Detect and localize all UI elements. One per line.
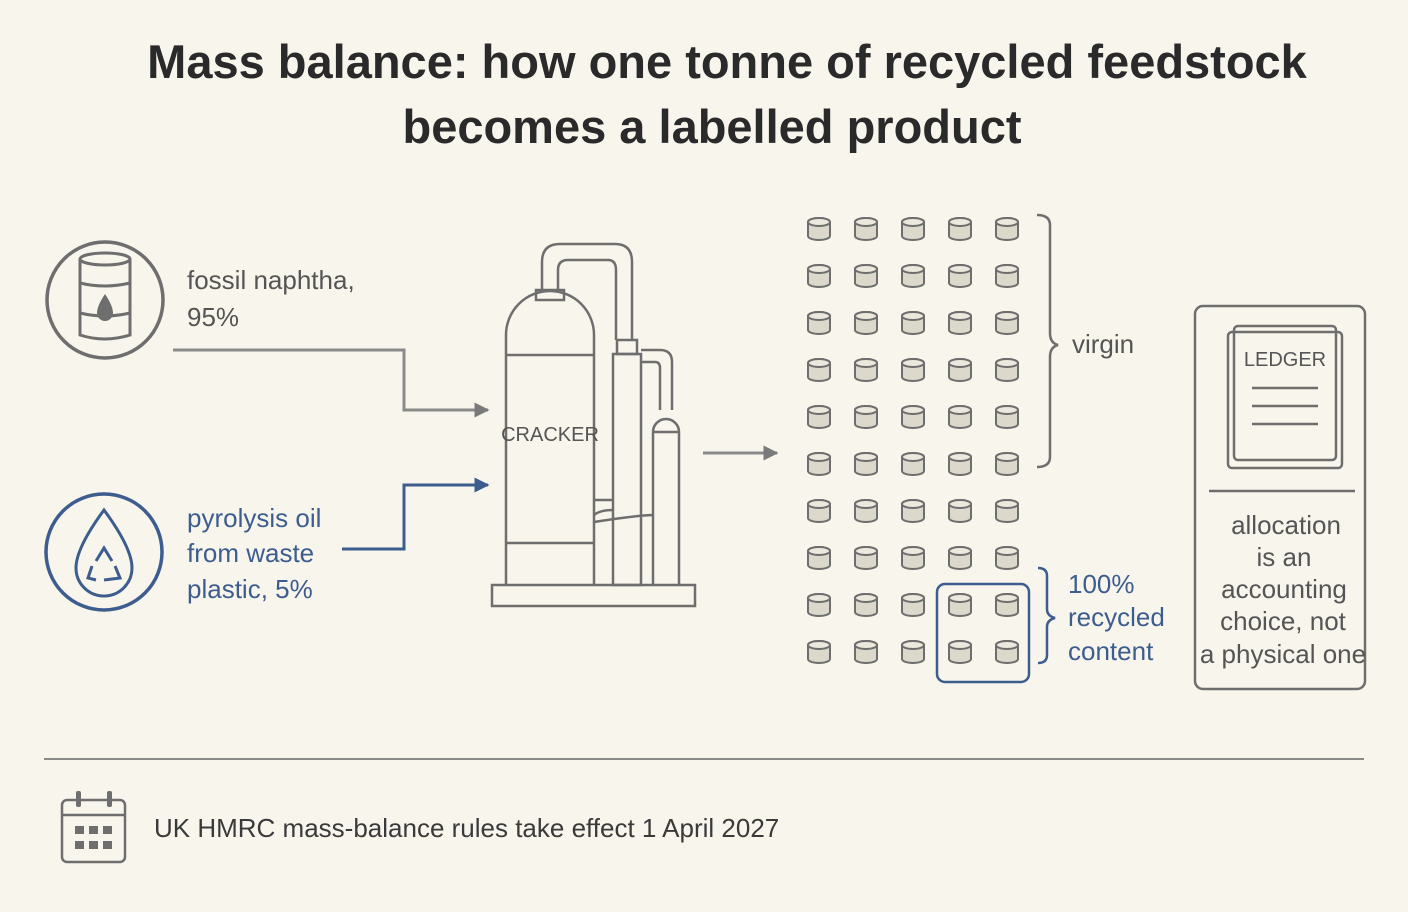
pellet (901, 264, 925, 288)
pellet (854, 546, 878, 570)
pellet (807, 640, 831, 664)
ledger-note-line-2: is an (1257, 542, 1312, 572)
recycled-label-line-1: 100% (1068, 569, 1135, 599)
pellet (995, 311, 1019, 335)
fossil-arrow (173, 348, 490, 418)
cracker-label: CRACKER (501, 424, 599, 446)
pellet (995, 405, 1019, 429)
pellet (995, 640, 1019, 664)
pellet (854, 217, 878, 241)
pellet (948, 593, 972, 617)
recycled-brace (1037, 566, 1056, 665)
pellet (807, 546, 831, 570)
ledger-note-line-5: a physical one (1200, 639, 1366, 669)
pellet (807, 217, 831, 241)
cracker-unit (490, 242, 697, 608)
pellet (901, 640, 925, 664)
pellet (807, 311, 831, 335)
pellet (948, 217, 972, 241)
calendar-icon (60, 791, 127, 864)
pellet (854, 640, 878, 664)
pyrolysis-label-line-1: pyrolysis oil (187, 503, 321, 533)
pellet (854, 358, 878, 382)
pellet (901, 358, 925, 382)
fossil-label-line-2: 95% (187, 302, 239, 332)
pellet (807, 499, 831, 523)
pellet (854, 499, 878, 523)
pellet (807, 264, 831, 288)
pellet (948, 311, 972, 335)
pellet (995, 593, 1019, 617)
pellet (807, 452, 831, 476)
pyrolysis-arrow (342, 477, 490, 551)
ledger-panel (1193, 304, 1367, 691)
pellet (948, 640, 972, 664)
ledger-note-line-4: choice, not (1220, 606, 1347, 636)
title-line-1: Mass balance: how one tonne of recycled … (147, 35, 1308, 88)
recycled-label-line-3: content (1068, 636, 1154, 666)
footer-text: UK HMRC mass-balance rules take effect 1… (154, 813, 779, 843)
ledger-note-line-1: allocation (1231, 510, 1341, 540)
oil-barrel-icon (45, 240, 165, 360)
pellet (995, 499, 1019, 523)
pellet (901, 452, 925, 476)
virgin-label: virgin (1072, 329, 1134, 359)
fossil-label-line-1: fossil naphtha, (187, 265, 355, 295)
virgin-brace (1036, 213, 1059, 469)
pyrolysis-label-line-2: from waste (187, 538, 314, 568)
ledger-title: LEDGER (1244, 349, 1326, 371)
pellet (948, 546, 972, 570)
pellet (901, 311, 925, 335)
pellet (901, 405, 925, 429)
pellet (854, 311, 878, 335)
ledger-note-line-3: accounting (1221, 574, 1347, 604)
recycled-highlight-box (935, 582, 1031, 684)
pellet (854, 405, 878, 429)
pellet (948, 499, 972, 523)
pellet (995, 217, 1019, 241)
recycled-label-line-2: recycled (1068, 602, 1165, 632)
pellet (948, 358, 972, 382)
pellet (807, 593, 831, 617)
ledger-book-icon (1226, 324, 1344, 470)
pellet (901, 217, 925, 241)
pellet (901, 499, 925, 523)
pellet (807, 358, 831, 382)
pellet (995, 264, 1019, 288)
pellet (995, 452, 1019, 476)
pellet (901, 593, 925, 617)
title-line-2: becomes a labelled product (402, 100, 1021, 153)
pellet (995, 546, 1019, 570)
pellet (854, 264, 878, 288)
pellet (948, 452, 972, 476)
pellet (995, 358, 1019, 382)
pellet (948, 264, 972, 288)
pellet (807, 405, 831, 429)
pellet (948, 405, 972, 429)
pyrolysis-label-line-3: plastic, 5% (187, 574, 313, 604)
pellet (901, 546, 925, 570)
pellet (854, 452, 878, 476)
recycle-drop-icon (44, 492, 164, 612)
pellet (854, 593, 878, 617)
pellet-grid (807, 217, 1019, 664)
